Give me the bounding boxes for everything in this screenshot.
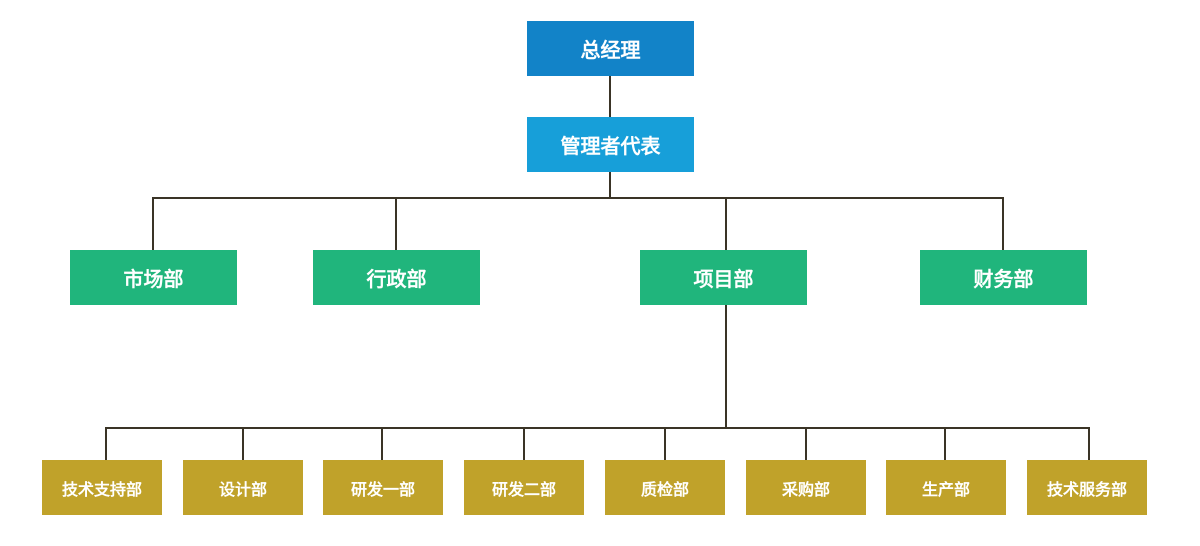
- node-department-project: 项目部: [640, 250, 807, 305]
- node-management-representative: 管理者代表: [527, 117, 694, 172]
- node-sub-department: 采购部: [746, 460, 866, 515]
- node-sub-department: 研发一部: [323, 460, 443, 515]
- node-sub-department: 生产部: [886, 460, 1006, 515]
- node-sub-department: 技术支持部: [42, 460, 162, 515]
- node-sub-department: 设计部: [183, 460, 303, 515]
- node-sub-department: 技术服务部: [1027, 460, 1147, 515]
- node-department-market: 市场部: [70, 250, 237, 305]
- node-general-manager: 总经理: [527, 21, 694, 76]
- node-department-admin: 行政部: [313, 250, 480, 305]
- node-department-finance: 财务部: [920, 250, 1087, 305]
- node-sub-department: 研发二部: [464, 460, 584, 515]
- node-sub-department: 质检部: [605, 460, 725, 515]
